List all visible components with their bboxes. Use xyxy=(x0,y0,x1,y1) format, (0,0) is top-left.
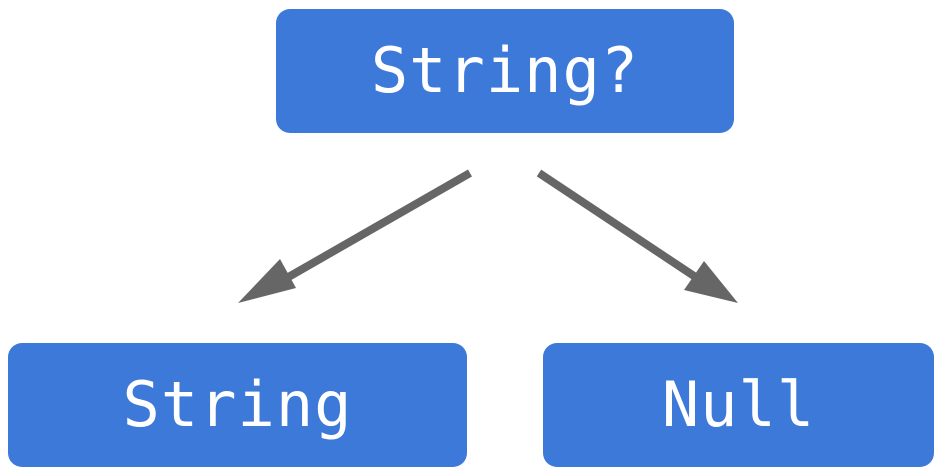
root-node-label: String? xyxy=(370,34,640,107)
child-node-null: Null xyxy=(543,343,934,467)
arrow-to-null xyxy=(536,169,738,303)
child-node-string-label: String xyxy=(122,368,353,441)
arrow-to-string xyxy=(238,169,472,303)
child-node-string: String xyxy=(8,343,467,467)
root-node-nullable-string: String? xyxy=(276,9,734,133)
child-node-null-label: Null xyxy=(661,368,816,441)
